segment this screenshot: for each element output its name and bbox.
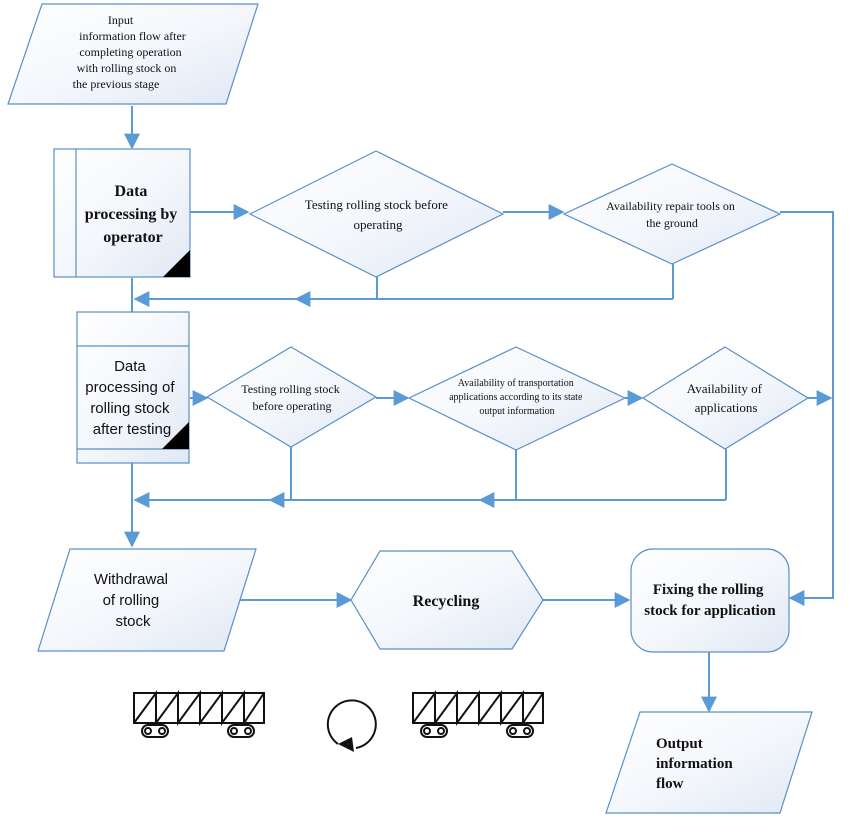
connectors [124, 106, 834, 713]
svg-text:Availability repair tools on: Availability repair tools on the ground [606, 199, 738, 230]
svg-text:Fixing the rolling stock: Fixing the rolling stock for application [644, 582, 776, 619]
svg-text:Testing rolling stock before: Testing rolling stock before operating [305, 197, 451, 232]
svg-text:Output information: Output information flow [656, 736, 736, 792]
testing-before-operating-mid-node: Testing rolling stock before operating [205, 346, 378, 448]
svg-text:Availability of transportation: Availability of transportation applicati… [449, 378, 585, 417]
recycling-node: Recycling [350, 550, 544, 650]
svg-text:Input information flow a: Input information flow after completing … [73, 13, 189, 91]
svg-text:Testing rolling stock be: Testing rolling stock before operating [241, 382, 342, 413]
arrow-repair-to-fixing [780, 211, 834, 606]
rotate-arrow-icon [326, 699, 377, 752]
data-processing-after-testing-node: Data processing of rolling stock after t… [76, 311, 190, 464]
data-processing-operator-node: Data processing by operator [53, 148, 191, 278]
train-car-icon [133, 689, 265, 738]
svg-text:Data processing by: Data processing by operator [85, 183, 182, 246]
fixing-node: Fixing the rolling stock for application [630, 548, 790, 653]
svg-text:Data processing of: Data processing of rolling stock after t… [85, 358, 178, 438]
svg-text:Availability of applicat: Availability of applications [687, 381, 765, 415]
availability-applications-node: Availability of applications [641, 346, 810, 450]
withdrawal-node: Withdrawal of rolling stock [37, 548, 257, 652]
svg-text:Withdrawal of rolling: Withdrawal of rolling stock [94, 571, 172, 630]
testing-before-operating-top-node: Testing rolling stock before operating [248, 150, 505, 278]
availability-repair-tools-node: Availability repair tools on the ground [562, 163, 782, 265]
train-car-icon [412, 689, 544, 738]
availability-transport-apps-node: Availability of transportation applicati… [407, 346, 627, 451]
input-flow-node: Input information flow after completing … [7, 3, 259, 105]
svg-text:Recycling: Recycling [413, 593, 480, 610]
output-flow-node: Output information flow [605, 711, 813, 814]
